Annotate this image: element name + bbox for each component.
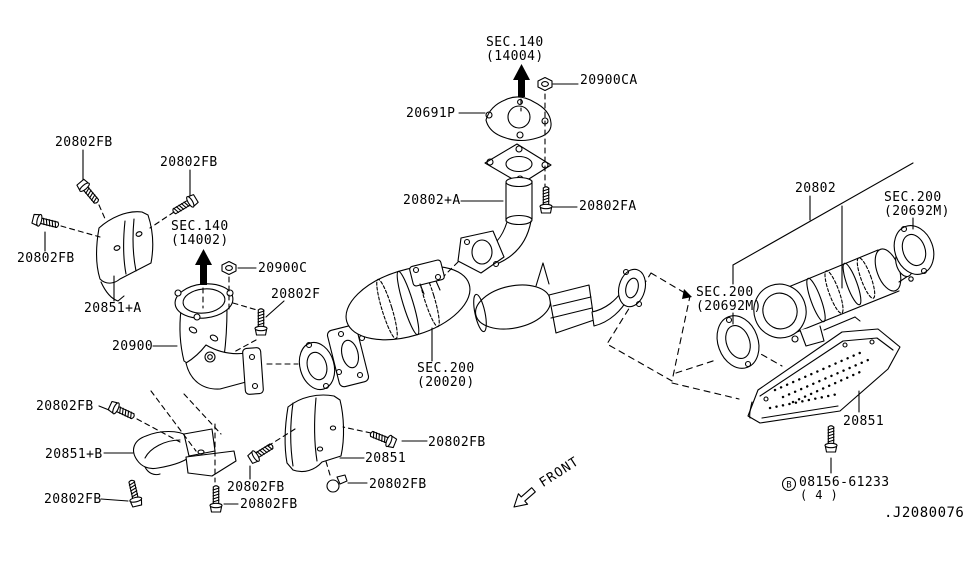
circled-b-icon: B [781,476,797,492]
part-label-20851-center: 20851 [365,451,407,466]
label-leader-lines [44,83,914,505]
bolt-20802fb-5-icon [124,478,144,508]
part-label-sec140-14004: SEC.140 (14004) [486,35,544,65]
heat-shield-20851B-drawing [133,428,237,477]
part-label-sec200-20692m-left: SEC.200 (20692M) [696,285,762,315]
nut-20900ca-icon [537,76,553,92]
sec140-14002-arrow [195,249,212,285]
part-label-20802fb-7: 20802FB [240,497,298,512]
gasket-20692M-left-drawing [716,315,760,369]
part-label-20802-plus-a: 20802+A [403,193,461,208]
part-label-sec200-20692m-right: SEC.200 (20692M) [884,190,950,220]
bolt-20802fb-3-icon [31,212,61,232]
ghost-parallelogram [606,272,691,382]
part-label-20802fb-8: 20802FB [428,435,486,450]
ghost-arrowhead [682,289,692,299]
part-label-20802fb-6: 20802FB [227,480,285,495]
part-label-20851-rear: 20851 [843,414,885,429]
heat-shield-20851-rear-drawing [747,328,901,424]
bolt-20802fb-7-icon [209,485,223,513]
center-exhaust-pipe-drawing [326,259,647,388]
part-label-20802fb-2: 20802FB [160,155,218,170]
catalytic-converter-20900-drawing [174,283,264,395]
bolt-20802fb-8-icon [367,427,398,450]
part-label-20802fa: 20802FA [579,199,637,214]
part-label-20802f: 20802F [271,287,321,302]
sec140-14004-arrow [513,64,530,97]
diagram-code: .J2080076 [884,505,965,521]
part-label-20900: 20900 [112,339,154,354]
gasket-20691P-drawing [485,96,552,142]
part-label-20851-plus-a: 20851+A [84,301,142,316]
front-arrow-icon [513,487,536,508]
bolt-20802fa-icon [539,186,553,214]
part-label-20691p: 20691P [406,106,456,121]
part-label-20900ca: 20900CA [580,73,638,88]
part-label-20802fb-1: 20802FB [55,135,113,150]
part-label-sec200-20020: SEC.200 (20020) [417,361,475,391]
bolt-20802f-icon [254,308,268,336]
part-label-bolt-spec-qty: ( 4 ) [800,488,839,502]
catalytic-converter-20802A-drawing [457,143,552,274]
part-label-20802: 20802 [795,181,837,196]
part-label-20802fb-5: 20802FB [44,492,102,507]
bolt-08156-icon [824,425,838,453]
bolt-20802fb-1-icon [75,177,103,207]
catalytic-converter-20802-drawing [753,245,914,347]
part-label-bolt-spec: 08156-61233 [799,475,890,490]
part-label-sec140-14002: SEC.140 (14002) [171,219,229,249]
part-label-20900c: 20900C [258,261,308,276]
heat-shield-20851A-drawing [95,211,154,302]
bolt-20802fb-4-icon [107,399,137,423]
part-label-20802fb-4: 20802FB [36,399,94,414]
assembly-dashed-lines [60,93,546,483]
nut-20900c-icon [221,260,237,276]
circled-b-letter: B [786,481,791,491]
bolt-20802fb-9-icon [326,474,348,493]
part-label-20851-plus-b: 20851+B [45,447,103,462]
heat-shield-20851-center-drawing [284,394,345,473]
part-label-20802fb-3: 20802FB [17,251,75,266]
bolt-20802fb-2-icon [169,192,200,218]
gasket-20692M-right-drawing [893,225,935,275]
part-label-20802fb-9: 20802FB [369,477,427,492]
